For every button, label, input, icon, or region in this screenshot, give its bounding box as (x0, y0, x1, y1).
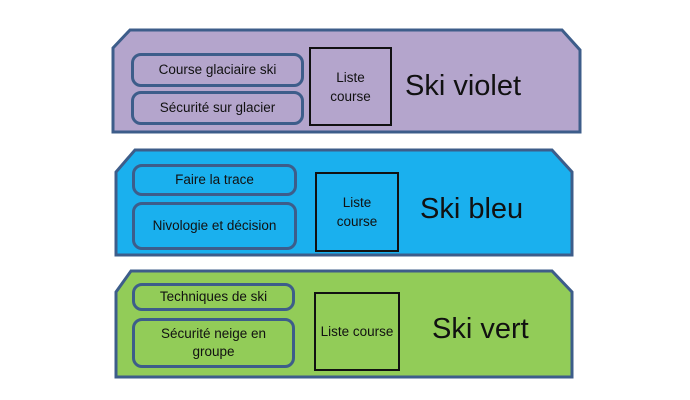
skill-pill: Nivologie et décision (132, 202, 297, 250)
list-course-box: Liste course (314, 292, 400, 371)
skill-pill: Techniques de ski (132, 283, 295, 311)
skill-pill: Sécurité sur glacier (131, 91, 304, 125)
list-course-box: Liste course (315, 172, 399, 252)
level-title: Ski violet (405, 70, 522, 102)
list-course-box: Liste course (309, 47, 392, 126)
level-title: Ski bleu (420, 193, 524, 225)
skill-pill: Course glaciaire ski (131, 53, 304, 87)
skill-pill: Faire la trace (132, 164, 297, 196)
level-title: Ski vert (432, 313, 529, 345)
skill-pill: Sécurité neige en groupe (132, 318, 295, 368)
